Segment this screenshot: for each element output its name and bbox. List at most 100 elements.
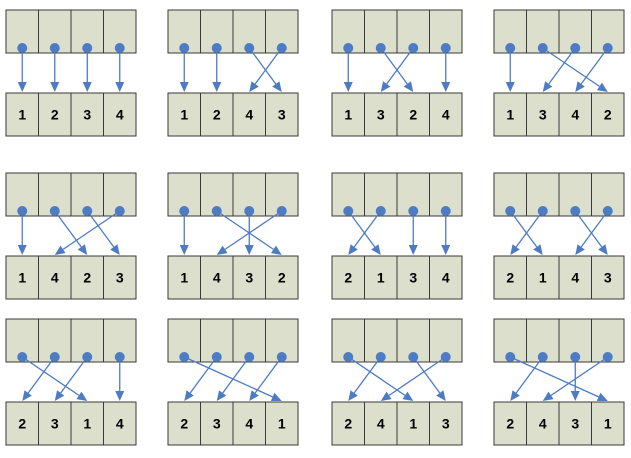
bottom-cell	[558, 401, 592, 446]
top-cell	[232, 318, 266, 363]
bottom-cell	[429, 255, 463, 300]
arrow-head	[598, 244, 608, 255]
source-dot	[343, 43, 354, 53]
source-dot	[244, 206, 255, 216]
bottom-cell-number: 1	[180, 270, 188, 286]
mapping-arrow	[353, 356, 382, 394]
mapping-arrow	[189, 356, 218, 394]
mapping-arrow	[574, 210, 603, 248]
bottom-cell	[265, 401, 299, 446]
arrow-head	[184, 390, 194, 401]
bottom-cell-number: 2	[83, 270, 91, 286]
arrow-head	[441, 245, 451, 255]
arrow-head	[115, 82, 125, 92]
source-dot	[602, 206, 613, 216]
bottom-cell-number: 3	[83, 107, 91, 123]
bottom-cell	[265, 92, 299, 137]
arrow-head	[348, 390, 358, 401]
mapping-arrow	[254, 47, 283, 85]
arrow-head	[179, 245, 189, 255]
source-dot	[505, 43, 516, 53]
mapping-arrow	[86, 210, 115, 248]
source-dot	[570, 206, 581, 216]
bottom-cell-number: 3	[116, 270, 124, 286]
bottom-cell-number: 2	[180, 416, 188, 432]
source-dot	[537, 43, 548, 53]
source-dot	[375, 43, 386, 53]
mapping-arrow	[550, 356, 609, 396]
arrow-head	[402, 391, 414, 401]
arrow-head	[380, 391, 392, 401]
arrow-head	[371, 244, 381, 255]
bottom-cell-number: 1	[539, 270, 547, 286]
source-dot	[244, 352, 255, 362]
arrow-head	[115, 391, 125, 401]
bottom-cell	[5, 92, 39, 137]
mapping-arrow	[509, 356, 599, 398]
bottom-cell-number: 3	[245, 270, 253, 286]
arrow-head	[17, 82, 27, 92]
mapping-arrow	[386, 47, 414, 85]
top-cell	[103, 172, 137, 217]
bottom-cell	[493, 255, 527, 300]
mapping-arrow	[224, 210, 283, 250]
bottom-cell	[429, 401, 463, 446]
arrow-head	[216, 245, 228, 255]
mapping-arrow	[548, 47, 576, 85]
source-dot	[570, 352, 581, 362]
mapping-arrow	[380, 47, 408, 85]
top-cell	[526, 9, 560, 54]
arrow-head	[436, 390, 446, 401]
arrow-head	[179, 82, 189, 92]
bottom-cell	[5, 401, 39, 446]
source-dot	[343, 206, 354, 216]
source-dot	[570, 43, 581, 53]
bottom-cell	[591, 401, 625, 446]
bottom-cell	[200, 92, 234, 137]
bottom-cell	[526, 92, 560, 137]
source-dot	[505, 352, 516, 362]
bottom-cell	[493, 92, 527, 137]
bottom-cell-number: 1	[506, 107, 514, 123]
bottom-cell-number: 2	[51, 107, 59, 123]
arrow-head	[249, 390, 259, 401]
bottom-cell-number: 2	[213, 107, 221, 123]
source-dot	[440, 206, 451, 216]
mapping-arrow	[183, 356, 273, 398]
bottom-cell	[331, 255, 365, 300]
source-dot	[276, 43, 287, 53]
bottom-cell	[331, 401, 365, 446]
bottom-cell	[558, 255, 592, 300]
bottom-cell-number: 1	[377, 270, 385, 286]
mapping-arrow	[347, 210, 376, 248]
source-dot	[179, 206, 190, 216]
bottom-cell-number: 2	[506, 270, 514, 286]
bottom-cell-number: 3	[539, 107, 547, 123]
bottom-cell-number: 4	[245, 107, 253, 123]
source-dot	[17, 206, 28, 216]
arrow-head	[270, 245, 282, 255]
bottom-cell-number: 4	[213, 270, 221, 286]
mapping-arrow	[580, 47, 609, 85]
arrow-head	[216, 390, 227, 401]
bottom-cell	[396, 401, 430, 446]
bottom-cell-number: 2	[18, 416, 26, 432]
arrow-head	[77, 244, 88, 255]
bottom-cell	[232, 255, 266, 300]
arrow-head	[380, 81, 391, 92]
mapping-arrow	[248, 47, 277, 85]
arrow-head	[542, 391, 554, 401]
arrow-head	[596, 392, 608, 401]
bottom-cell	[526, 255, 560, 300]
bottom-cell-number: 3	[213, 416, 221, 432]
source-dot	[49, 206, 60, 216]
